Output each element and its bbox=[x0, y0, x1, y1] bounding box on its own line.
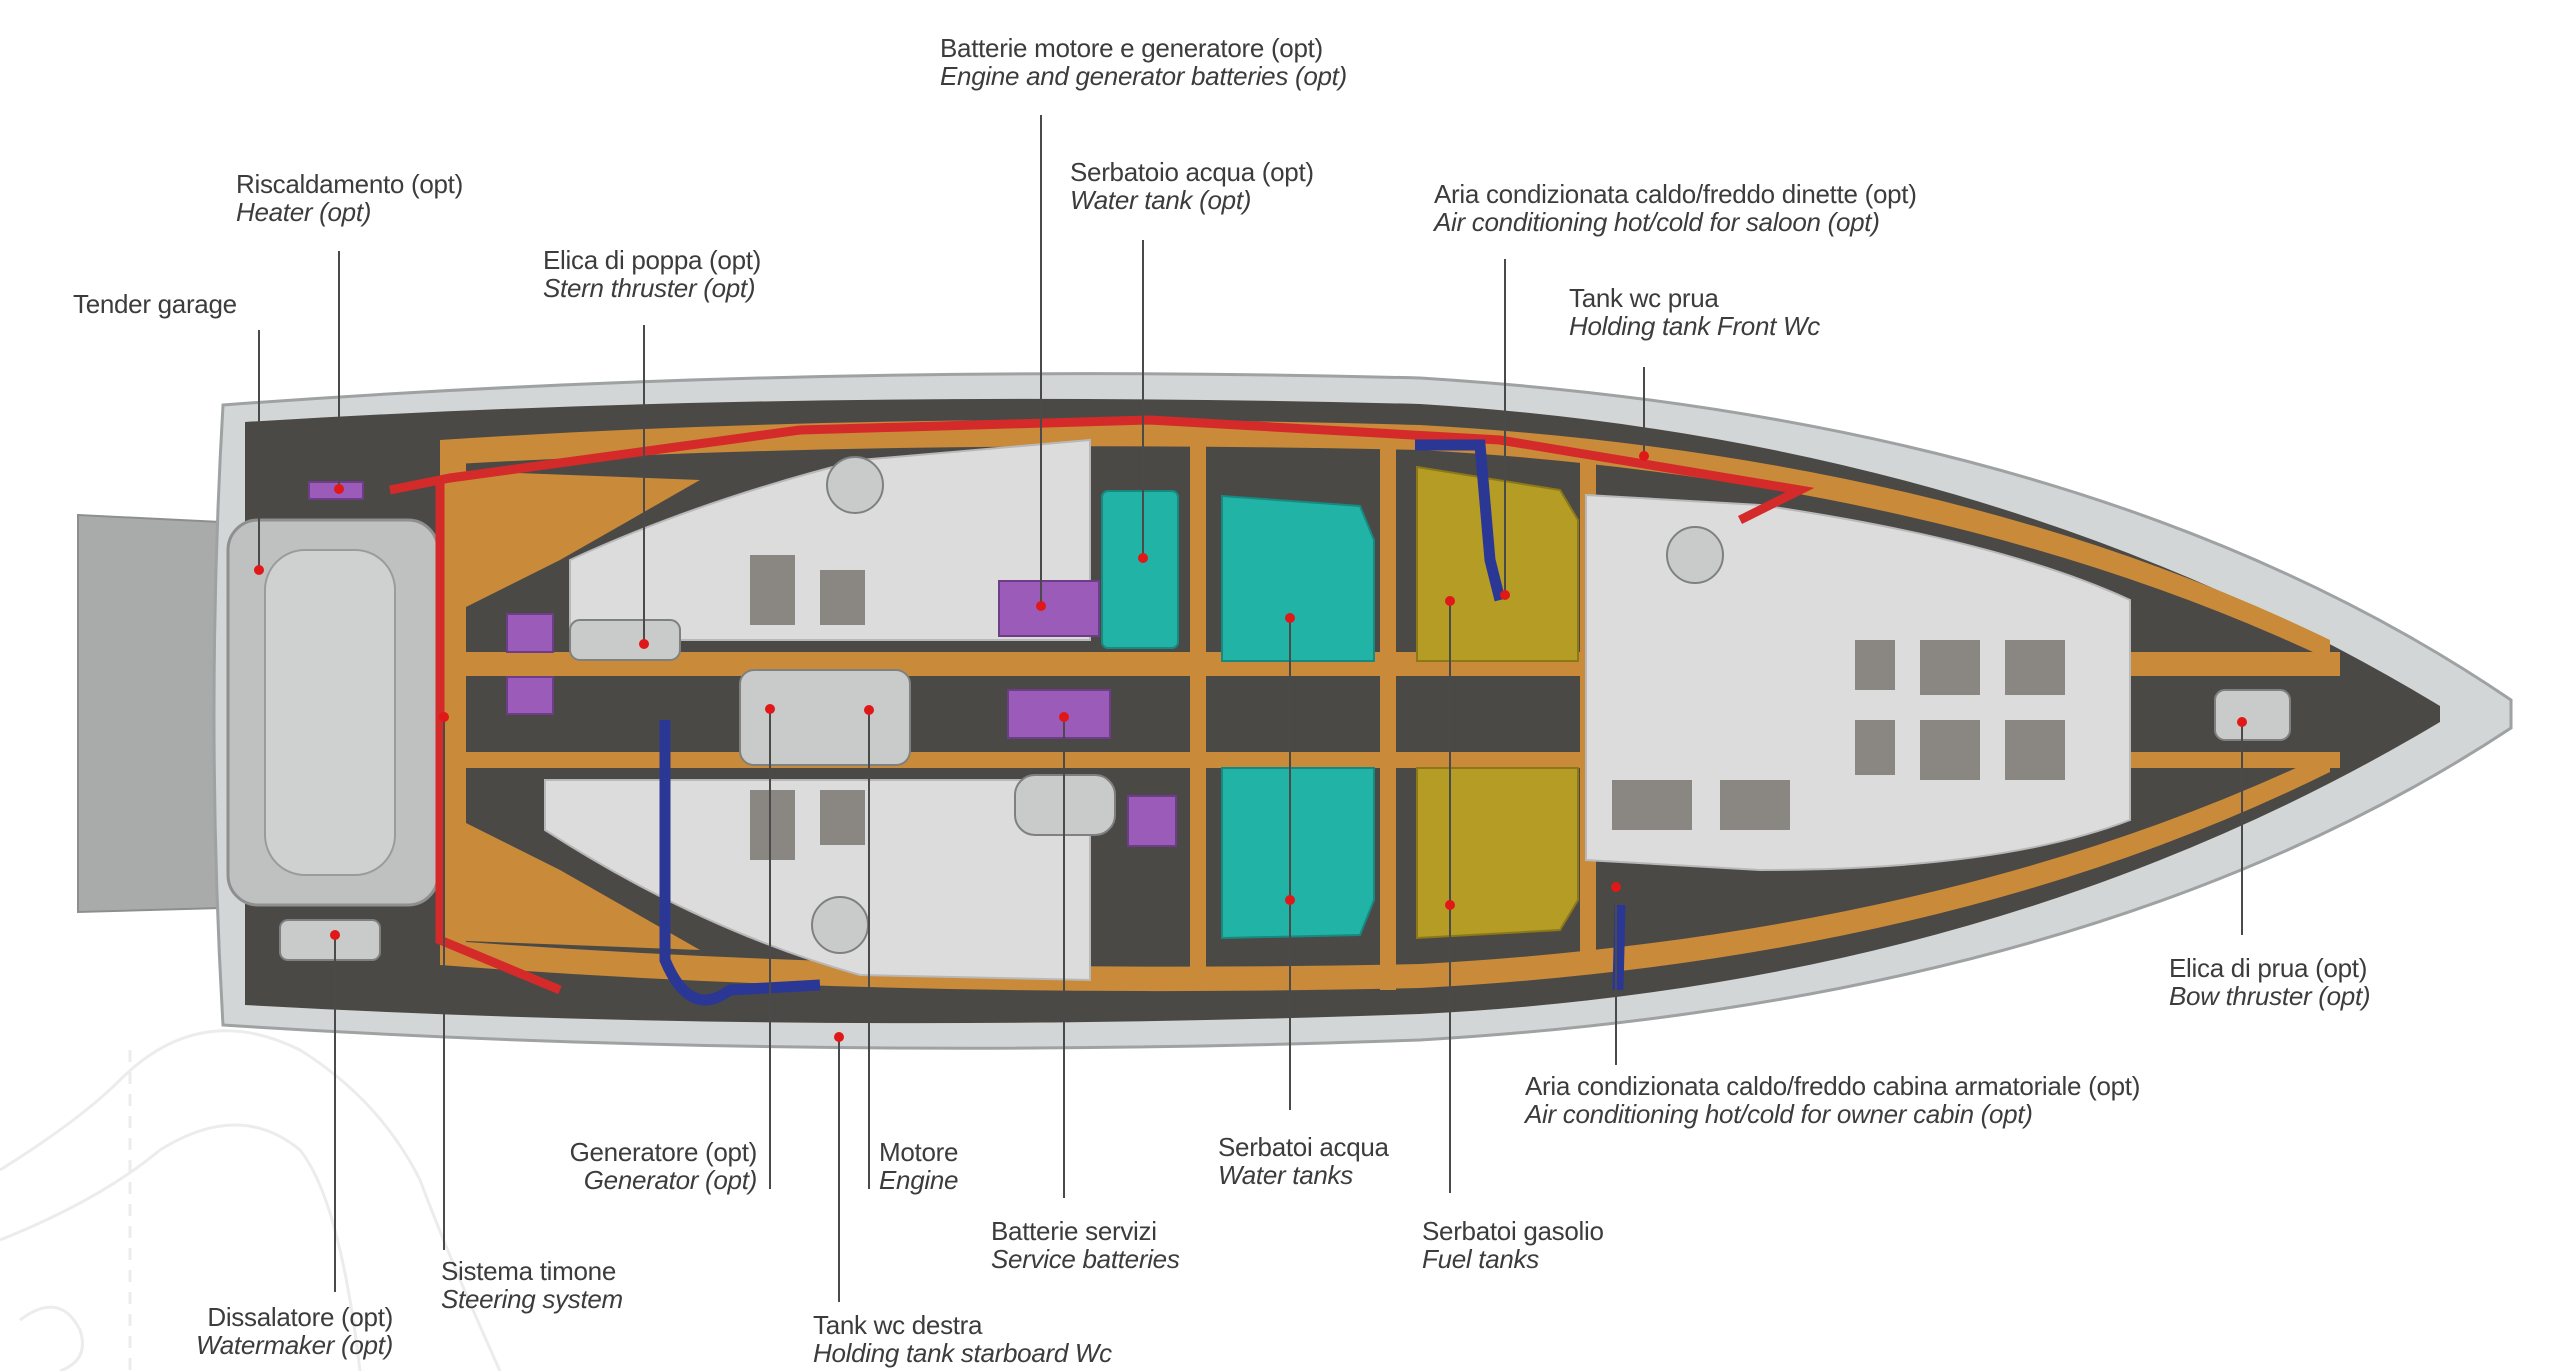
label-en: Air conditioning hot/cold for saloon (op… bbox=[1434, 207, 1880, 237]
fuel-tank-port bbox=[1416, 465, 1579, 662]
label-en: Water tanks bbox=[1218, 1160, 1353, 1190]
floor-panels bbox=[544, 438, 2131, 982]
batteries bbox=[308, 481, 1177, 847]
floor-cutouts bbox=[750, 555, 2065, 860]
water-tank-opt bbox=[1101, 490, 1179, 649]
label-en: Engine bbox=[879, 1165, 959, 1195]
label-it: Batterie motore e generatore (opt) bbox=[940, 33, 1323, 63]
label-it: Elica di poppa (opt) bbox=[543, 245, 762, 275]
label-it: Dissalatore (opt) bbox=[207, 1302, 393, 1332]
label-heater: Riscaldamento (opt)Heater (opt) bbox=[236, 170, 463, 226]
label-en: Bow thruster (opt) bbox=[2169, 981, 2371, 1011]
label-it: Serbatoio acqua (opt) bbox=[1070, 157, 1314, 187]
red-pipe bbox=[389, 415, 1815, 995]
callout-lines bbox=[258, 115, 2243, 1302]
label-en: Stern thruster (opt) bbox=[543, 273, 756, 303]
label-it: Elica di prua (opt) bbox=[2169, 953, 2368, 983]
label-it: Motore bbox=[879, 1137, 959, 1167]
label-it: Serbatoi gasolio bbox=[1422, 1216, 1604, 1246]
label-it: Batterie servizi bbox=[991, 1216, 1157, 1246]
fuel-tank-starboard bbox=[1416, 767, 1579, 940]
label-it: Sistema timone bbox=[441, 1256, 616, 1286]
water-tank-port bbox=[1221, 494, 1375, 662]
water-tank-starboard bbox=[1221, 767, 1375, 940]
tender-dinghy bbox=[264, 549, 396, 876]
tender-platform bbox=[77, 513, 221, 914]
label-generator: Generatore (opt)Generator (opt) bbox=[569, 1137, 758, 1195]
label-it: Serbatoi acqua bbox=[1218, 1132, 1389, 1162]
label-bow-thruster: Elica di prua (opt)Bow thruster (opt) bbox=[2169, 953, 2371, 1011]
label-en: Watermaker (opt) bbox=[196, 1330, 393, 1360]
label-tender-garage: Tender garage bbox=[73, 290, 237, 318]
callout-dots bbox=[254, 451, 2247, 1042]
label-en: Steering system bbox=[441, 1284, 623, 1314]
label-en: Holding tank starboard Wc bbox=[813, 1338, 1112, 1368]
label-watermaker: Dissalatore (opt)Watermaker (opt) bbox=[196, 1303, 393, 1359]
label-it: Tank wc prua bbox=[1569, 283, 1719, 313]
label-it: Tender garage bbox=[73, 289, 237, 319]
label-en: Heater (opt) bbox=[236, 197, 372, 227]
label-ac-saloon: Aria condizionata caldo/freddo dinette (… bbox=[1434, 180, 1917, 236]
label-en: Generator (opt) bbox=[583, 1165, 758, 1195]
label-en: Engine and generator batteries (opt) bbox=[940, 61, 1347, 91]
blue-pipe bbox=[659, 439, 1626, 1006]
label-ac-owner-cabin: Aria condizionata caldo/freddo cabina ar… bbox=[1525, 1072, 2140, 1128]
label-water-tank-opt: Serbatoio acqua (opt)Water tank (opt) bbox=[1070, 158, 1314, 214]
label-en: Fuel tanks bbox=[1422, 1244, 1539, 1274]
label-en: Water tank (opt) bbox=[1070, 185, 1252, 215]
fuel-tanks bbox=[1416, 465, 1579, 940]
label-engine-generator-batteries: Batterie motore e generatore (opt)Engine… bbox=[940, 34, 1347, 90]
label-en: Air conditioning hot/cold for owner cabi… bbox=[1525, 1099, 2033, 1129]
label-it: Aria condizionata caldo/freddo dinette (… bbox=[1434, 179, 1917, 209]
label-it: Riscaldamento (opt) bbox=[236, 169, 463, 199]
label-en: Holding tank Front Wc bbox=[1569, 311, 1820, 341]
label-en: Service batteries bbox=[991, 1244, 1180, 1274]
label-it: Aria condizionata caldo/freddo cabina ar… bbox=[1525, 1071, 2141, 1101]
water-tanks bbox=[1101, 490, 1375, 940]
label-it: Tank wc destra bbox=[813, 1310, 983, 1340]
label-stern-thruster: Elica di poppa (opt)Stern thruster (opt) bbox=[543, 246, 761, 302]
label-it: Generatore (opt) bbox=[569, 1137, 758, 1167]
